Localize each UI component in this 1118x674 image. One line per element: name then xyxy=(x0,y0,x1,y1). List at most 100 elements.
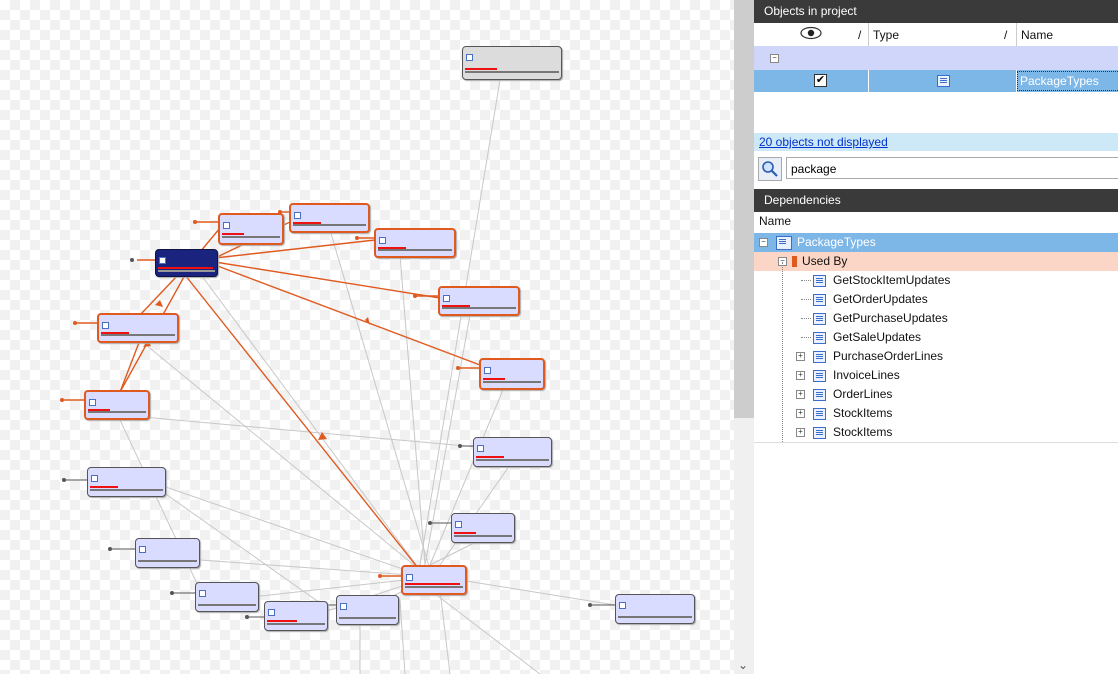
object-row-selected[interactable]: ✔ PackageTypes xyxy=(754,70,1118,92)
tree-item-row[interactable]: +StockItems xyxy=(754,404,1118,423)
object-group-row[interactable]: − xyxy=(754,46,1118,70)
tree-item-row[interactable]: + PurchaseOrderLines xyxy=(754,347,1118,366)
node-state-bar xyxy=(454,532,476,534)
scrollbar-thumb[interactable] xyxy=(734,0,754,418)
tree-root-label: PackageTypes xyxy=(797,235,876,249)
diagram-node[interactable] xyxy=(87,467,166,497)
diagram-node[interactable] xyxy=(135,538,200,568)
tree-connector xyxy=(801,318,811,319)
tree-bottom-divider xyxy=(754,442,1118,443)
tree-item-row[interactable]: GetStockItemUpdates xyxy=(754,271,1118,290)
node-state-bar xyxy=(222,233,244,235)
diagram-node[interactable] xyxy=(615,594,695,624)
diagram-node[interactable] xyxy=(195,582,259,612)
node-bar xyxy=(90,489,163,491)
selected-diagram-node[interactable] xyxy=(155,249,218,277)
column-divider xyxy=(868,23,869,46)
object-name-cell[interactable]: PackageTypes xyxy=(1017,71,1118,91)
node-bar xyxy=(483,381,541,383)
diagram-node[interactable] xyxy=(336,595,399,625)
diagram-node[interactable] xyxy=(289,203,370,233)
type-column-header[interactable]: Type xyxy=(873,28,900,42)
tree-item-row[interactable]: +InvoiceLines xyxy=(754,366,1118,385)
tree-item-row[interactable]: GetOrderUpdates xyxy=(754,290,1118,309)
tree-used-by-row[interactable]: − Used By xyxy=(754,252,1118,271)
node-bar xyxy=(378,249,452,251)
table-icon xyxy=(937,75,950,87)
tree-item-row[interactable]: + StockItems xyxy=(754,423,1118,442)
chevron-down-icon[interactable]: ⌄ xyxy=(738,658,749,672)
table-icon xyxy=(294,212,301,219)
visible-sort-indicator[interactable]: / xyxy=(858,28,862,42)
diagram-node[interactable] xyxy=(401,565,467,595)
node-bar xyxy=(158,270,215,272)
expand-icon[interactable]: + xyxy=(796,352,805,361)
dependency-diagram-canvas[interactable] xyxy=(0,0,734,674)
objects-not-displayed-row: 20 objects not displayed xyxy=(754,133,1118,151)
diagram-node[interactable] xyxy=(218,213,284,245)
checkbox-icon[interactable]: ✔ xyxy=(814,74,827,87)
diagram-node[interactable] xyxy=(462,46,562,80)
objects-not-displayed-link[interactable]: 20 objects not displayed xyxy=(759,135,888,149)
tree-item-label: GetOrderUpdates xyxy=(833,292,928,306)
expand-icon[interactable]: + xyxy=(796,390,805,399)
search-input[interactable]: package xyxy=(786,157,1118,179)
tree-item-label: PurchaseOrderLines xyxy=(833,349,944,363)
table-icon xyxy=(102,322,109,329)
table-icon xyxy=(159,257,166,264)
diagram-node[interactable] xyxy=(479,358,545,390)
collapse-icon[interactable]: − xyxy=(770,54,779,63)
tree-item-row[interactable]: GetSaleUpdates xyxy=(754,328,1118,347)
search-button[interactable] xyxy=(758,157,782,181)
node-bar xyxy=(198,604,256,606)
table-icon xyxy=(199,590,206,597)
table-icon xyxy=(379,237,386,244)
node-bar xyxy=(293,224,366,226)
diagram-node[interactable] xyxy=(438,286,520,316)
table-icon xyxy=(813,370,826,382)
diagram-node[interactable] xyxy=(264,601,328,631)
search-icon xyxy=(762,161,778,177)
expand-icon[interactable]: + xyxy=(796,428,805,437)
node-bar xyxy=(465,71,559,73)
node-bar xyxy=(405,586,463,588)
node-state-bar xyxy=(483,378,505,380)
node-state-bar xyxy=(378,247,406,249)
table-icon xyxy=(813,313,826,325)
tree-item-label: OrderLines xyxy=(833,387,893,401)
type-sort-indicator[interactable]: / xyxy=(1004,28,1008,42)
tree-guide-line xyxy=(782,262,783,442)
name-column-header[interactable]: Name xyxy=(1021,28,1054,42)
tree-root-row[interactable]: − PackageTypes xyxy=(754,233,1118,252)
table-icon xyxy=(813,275,826,287)
tree-item-label: StockItems xyxy=(833,425,893,439)
tree-item-label: GetPurchaseUpdates xyxy=(833,311,948,325)
diagram-node[interactable] xyxy=(473,437,552,467)
node-state-bar xyxy=(158,267,213,269)
diagram-node[interactable] xyxy=(84,390,150,420)
tree-item-row[interactable]: GetPurchaseUpdates xyxy=(754,309,1118,328)
table-icon xyxy=(443,295,450,302)
diagram-node[interactable] xyxy=(374,228,456,258)
tree-item-row[interactable]: + OrderLines xyxy=(754,385,1118,404)
tree-connector xyxy=(801,280,811,281)
eye-icon[interactable] xyxy=(800,26,822,43)
diagram-node[interactable] xyxy=(97,313,179,343)
node-bar xyxy=(267,623,325,625)
node-state-bar xyxy=(476,456,504,458)
used-by-icon xyxy=(792,256,797,267)
table-icon xyxy=(776,236,792,250)
collapse-icon[interactable]: − xyxy=(759,238,768,247)
column-divider xyxy=(868,70,869,92)
diagram-vertical-scrollbar[interactable]: ⌄ xyxy=(734,0,754,674)
expand-icon[interactable]: + xyxy=(796,409,805,418)
node-bar xyxy=(222,236,280,238)
objects-in-project-header: Objects in project xyxy=(754,0,1118,23)
node-bar xyxy=(138,560,197,562)
dependencies-name-column: Name xyxy=(759,214,792,228)
node-state-bar xyxy=(465,68,497,70)
table-icon xyxy=(477,445,484,452)
table-icon xyxy=(813,294,826,306)
expand-icon[interactable]: + xyxy=(796,371,805,380)
diagram-node[interactable] xyxy=(451,513,515,543)
